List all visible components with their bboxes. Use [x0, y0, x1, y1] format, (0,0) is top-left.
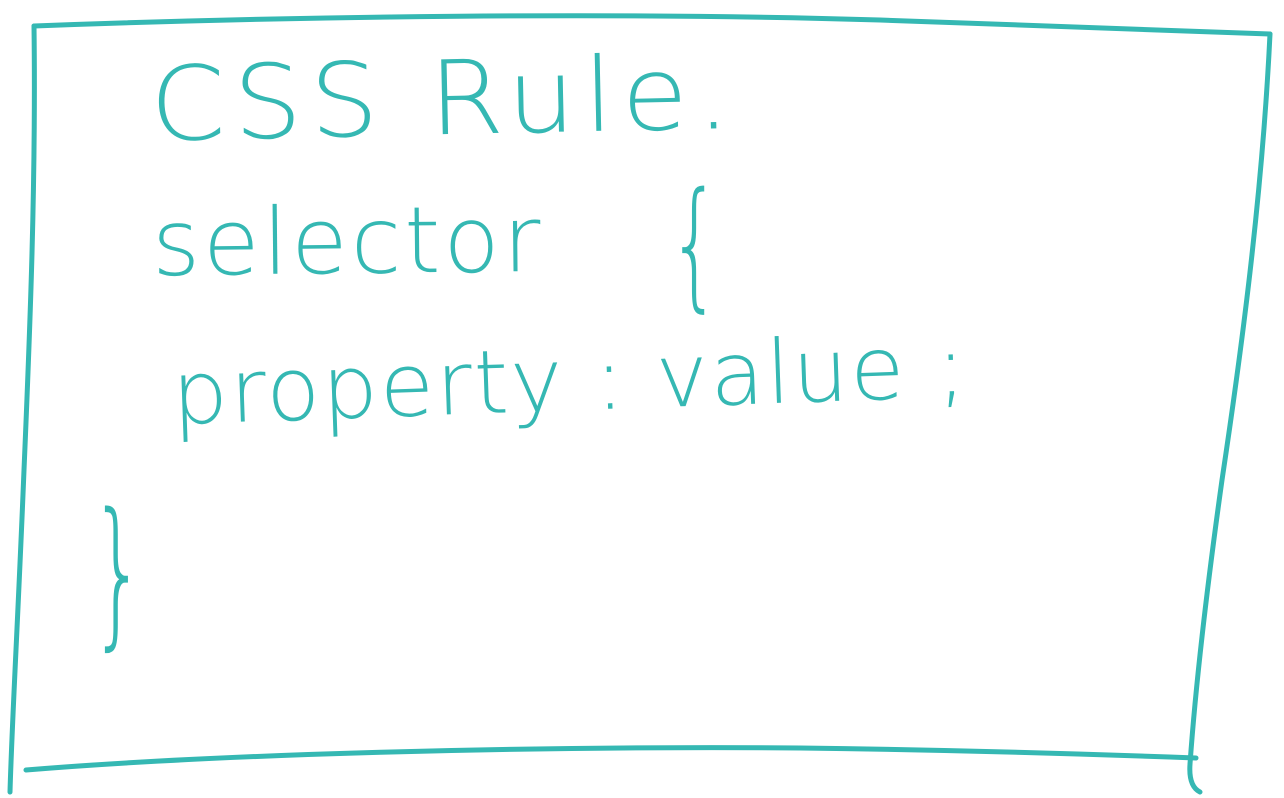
- frame-strokes: [7, 13, 1273, 795]
- note-close-brace: }: [90, 478, 146, 665]
- frame-right-edge: [1187, 31, 1273, 795]
- note-declaration-line: property : value ;: [170, 314, 970, 445]
- frame-left-edge: [7, 23, 37, 795]
- note-title: CSS Rule.: [148, 33, 740, 165]
- note-open-brace: {: [668, 163, 722, 326]
- frame-bottom-edge: [23, 745, 1199, 773]
- frame-top-edge: [31, 13, 1273, 37]
- note-selector-line: selector: [151, 185, 545, 297]
